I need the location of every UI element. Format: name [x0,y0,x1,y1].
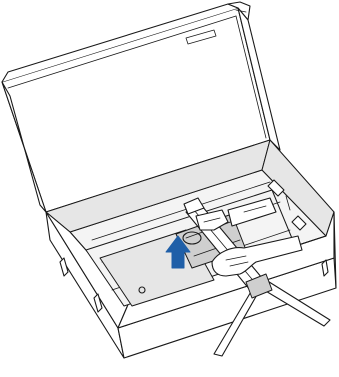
unpacking-illustration [0,0,339,377]
